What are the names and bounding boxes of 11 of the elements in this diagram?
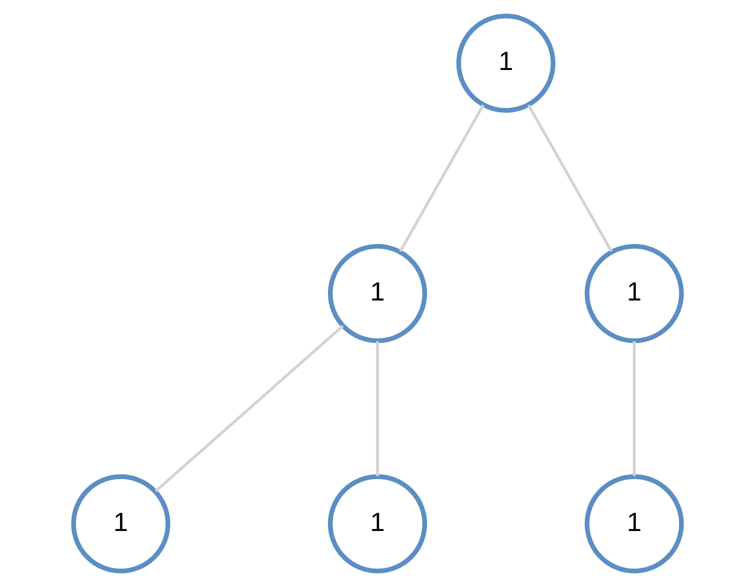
node-circle: 1 [584,244,684,344]
node-circle: 1 [584,474,684,574]
connector [398,104,484,252]
connector [526,104,612,252]
node-circle: 1 [327,474,427,574]
node-circle: 1 [70,474,170,574]
connector [632,341,636,476]
connector [376,341,378,476]
connector [154,324,344,492]
node-circle: 1 [327,244,427,344]
node-circle: 1 [456,14,555,113]
